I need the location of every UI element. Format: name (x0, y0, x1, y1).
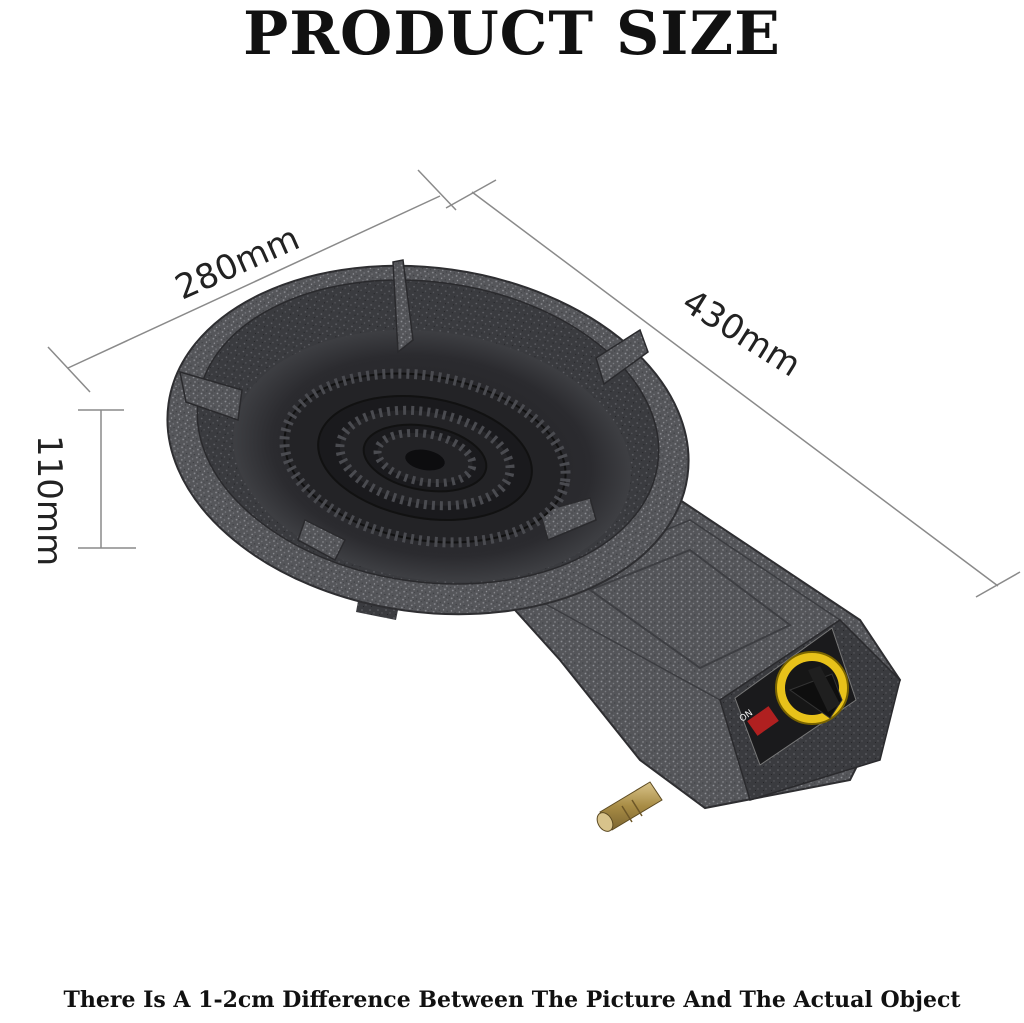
stove-burner: ON (166, 259, 902, 832)
height-dimension-label: 110mm (29, 435, 69, 566)
page-title: PRODUCT SIZE (243, 0, 781, 69)
width-dimension-line (67, 195, 441, 369)
control-knob[interactable] (775, 651, 849, 725)
dimension-lines (47, 169, 1021, 598)
pot-supports (179, 259, 649, 562)
burner-head (279, 368, 571, 548)
gas-inlet-pipe (596, 781, 663, 832)
disclaimer-footnote: There Is A 1-2cm Difference Between The … (63, 987, 961, 1013)
length-dimension-line (471, 191, 999, 587)
length-dimension-label: 430mm (675, 282, 807, 385)
